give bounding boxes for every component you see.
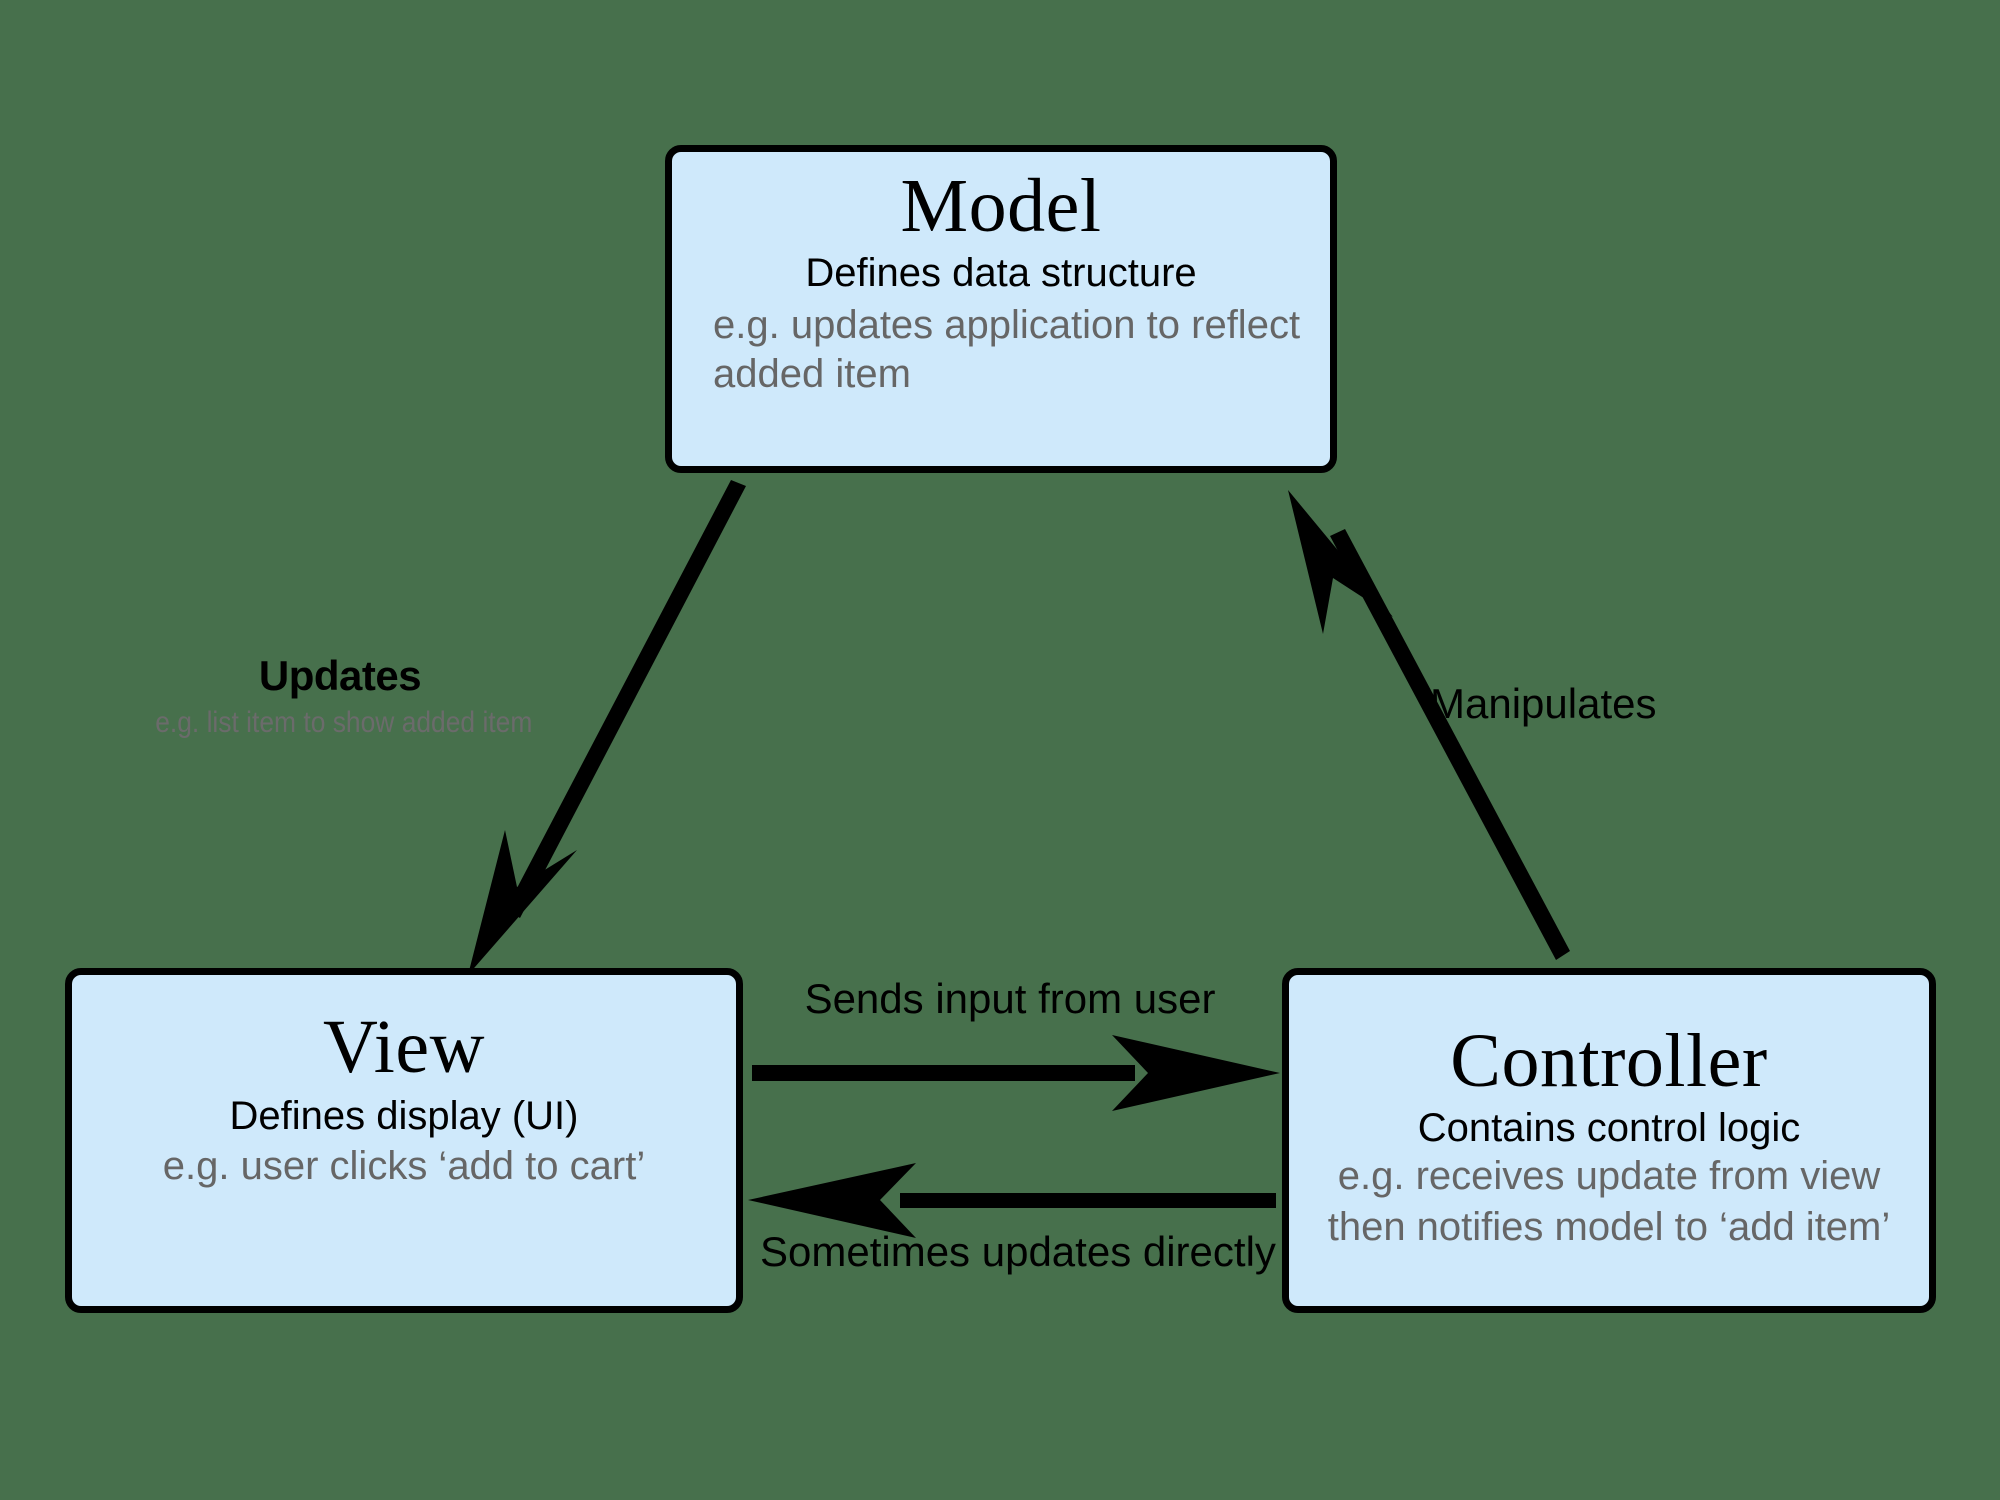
node-view[interactable]: View Defines display (UI) e.g. user clic… bbox=[65, 968, 743, 1313]
edge-label-sometimes-updates-main: Sometimes updates directly bbox=[760, 1228, 1276, 1275]
edge-label-manipulates: Manipulates bbox=[1430, 680, 1730, 728]
arrow-controller-to-view bbox=[748, 1163, 1276, 1238]
model-title: Model bbox=[900, 164, 1102, 248]
node-model[interactable]: Model Defines data structure e.g. update… bbox=[665, 145, 1337, 473]
edge-label-sends-input: Sends input from user bbox=[790, 975, 1230, 1023]
view-example: e.g. user clicks ‘add to cart’ bbox=[162, 1144, 646, 1189]
model-example: e.g. updates application to reflect adde… bbox=[713, 303, 1301, 396]
controller-example-line2: then notifies model to ‘add item’ bbox=[1327, 1204, 1891, 1249]
edge-label-sometimes-updates: Sometimes updates directly bbox=[760, 1228, 1276, 1276]
arrow-view-to-controller bbox=[752, 1035, 1280, 1111]
model-subtitle: Defines data structure bbox=[805, 251, 1197, 295]
edge-label-updates: Updates e.g. list item to show added ite… bbox=[130, 652, 550, 740]
edge-label-updates-example: e.g. list item to show added item bbox=[155, 706, 533, 739]
edge-label-manipulates-main: Manipulates bbox=[1430, 680, 1657, 727]
arrow-controller-to-model bbox=[1288, 490, 1570, 960]
controller-subtitle: Contains control logic bbox=[1417, 1106, 1801, 1150]
controller-example-line1: e.g. receives update from view bbox=[1337, 1154, 1881, 1199]
arrow-model-to-view bbox=[468, 480, 746, 975]
node-controller[interactable]: Controller Contains control logic e.g. r… bbox=[1282, 968, 1936, 1313]
controller-title: Controller bbox=[1450, 1019, 1768, 1103]
view-subtitle: Defines display (UI) bbox=[229, 1094, 579, 1138]
view-title: View bbox=[322, 1005, 486, 1089]
edge-label-sends-input-main: Sends input from user bbox=[804, 975, 1216, 1022]
edge-label-updates-main: Updates bbox=[258, 652, 422, 699]
